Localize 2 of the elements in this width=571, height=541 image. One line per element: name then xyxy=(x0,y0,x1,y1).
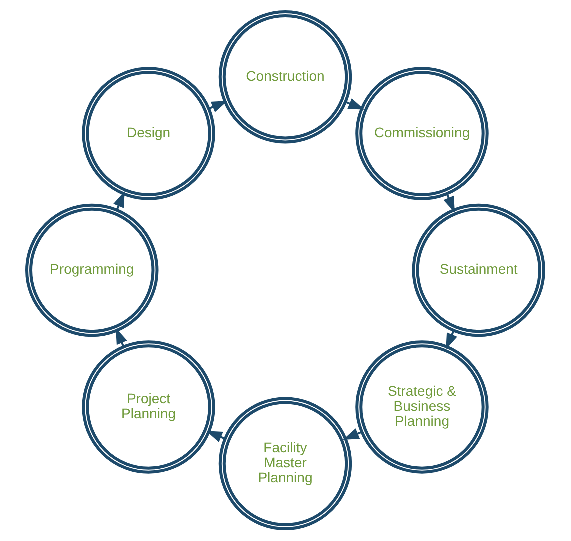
arrow xyxy=(346,98,365,110)
arrow xyxy=(114,191,125,211)
